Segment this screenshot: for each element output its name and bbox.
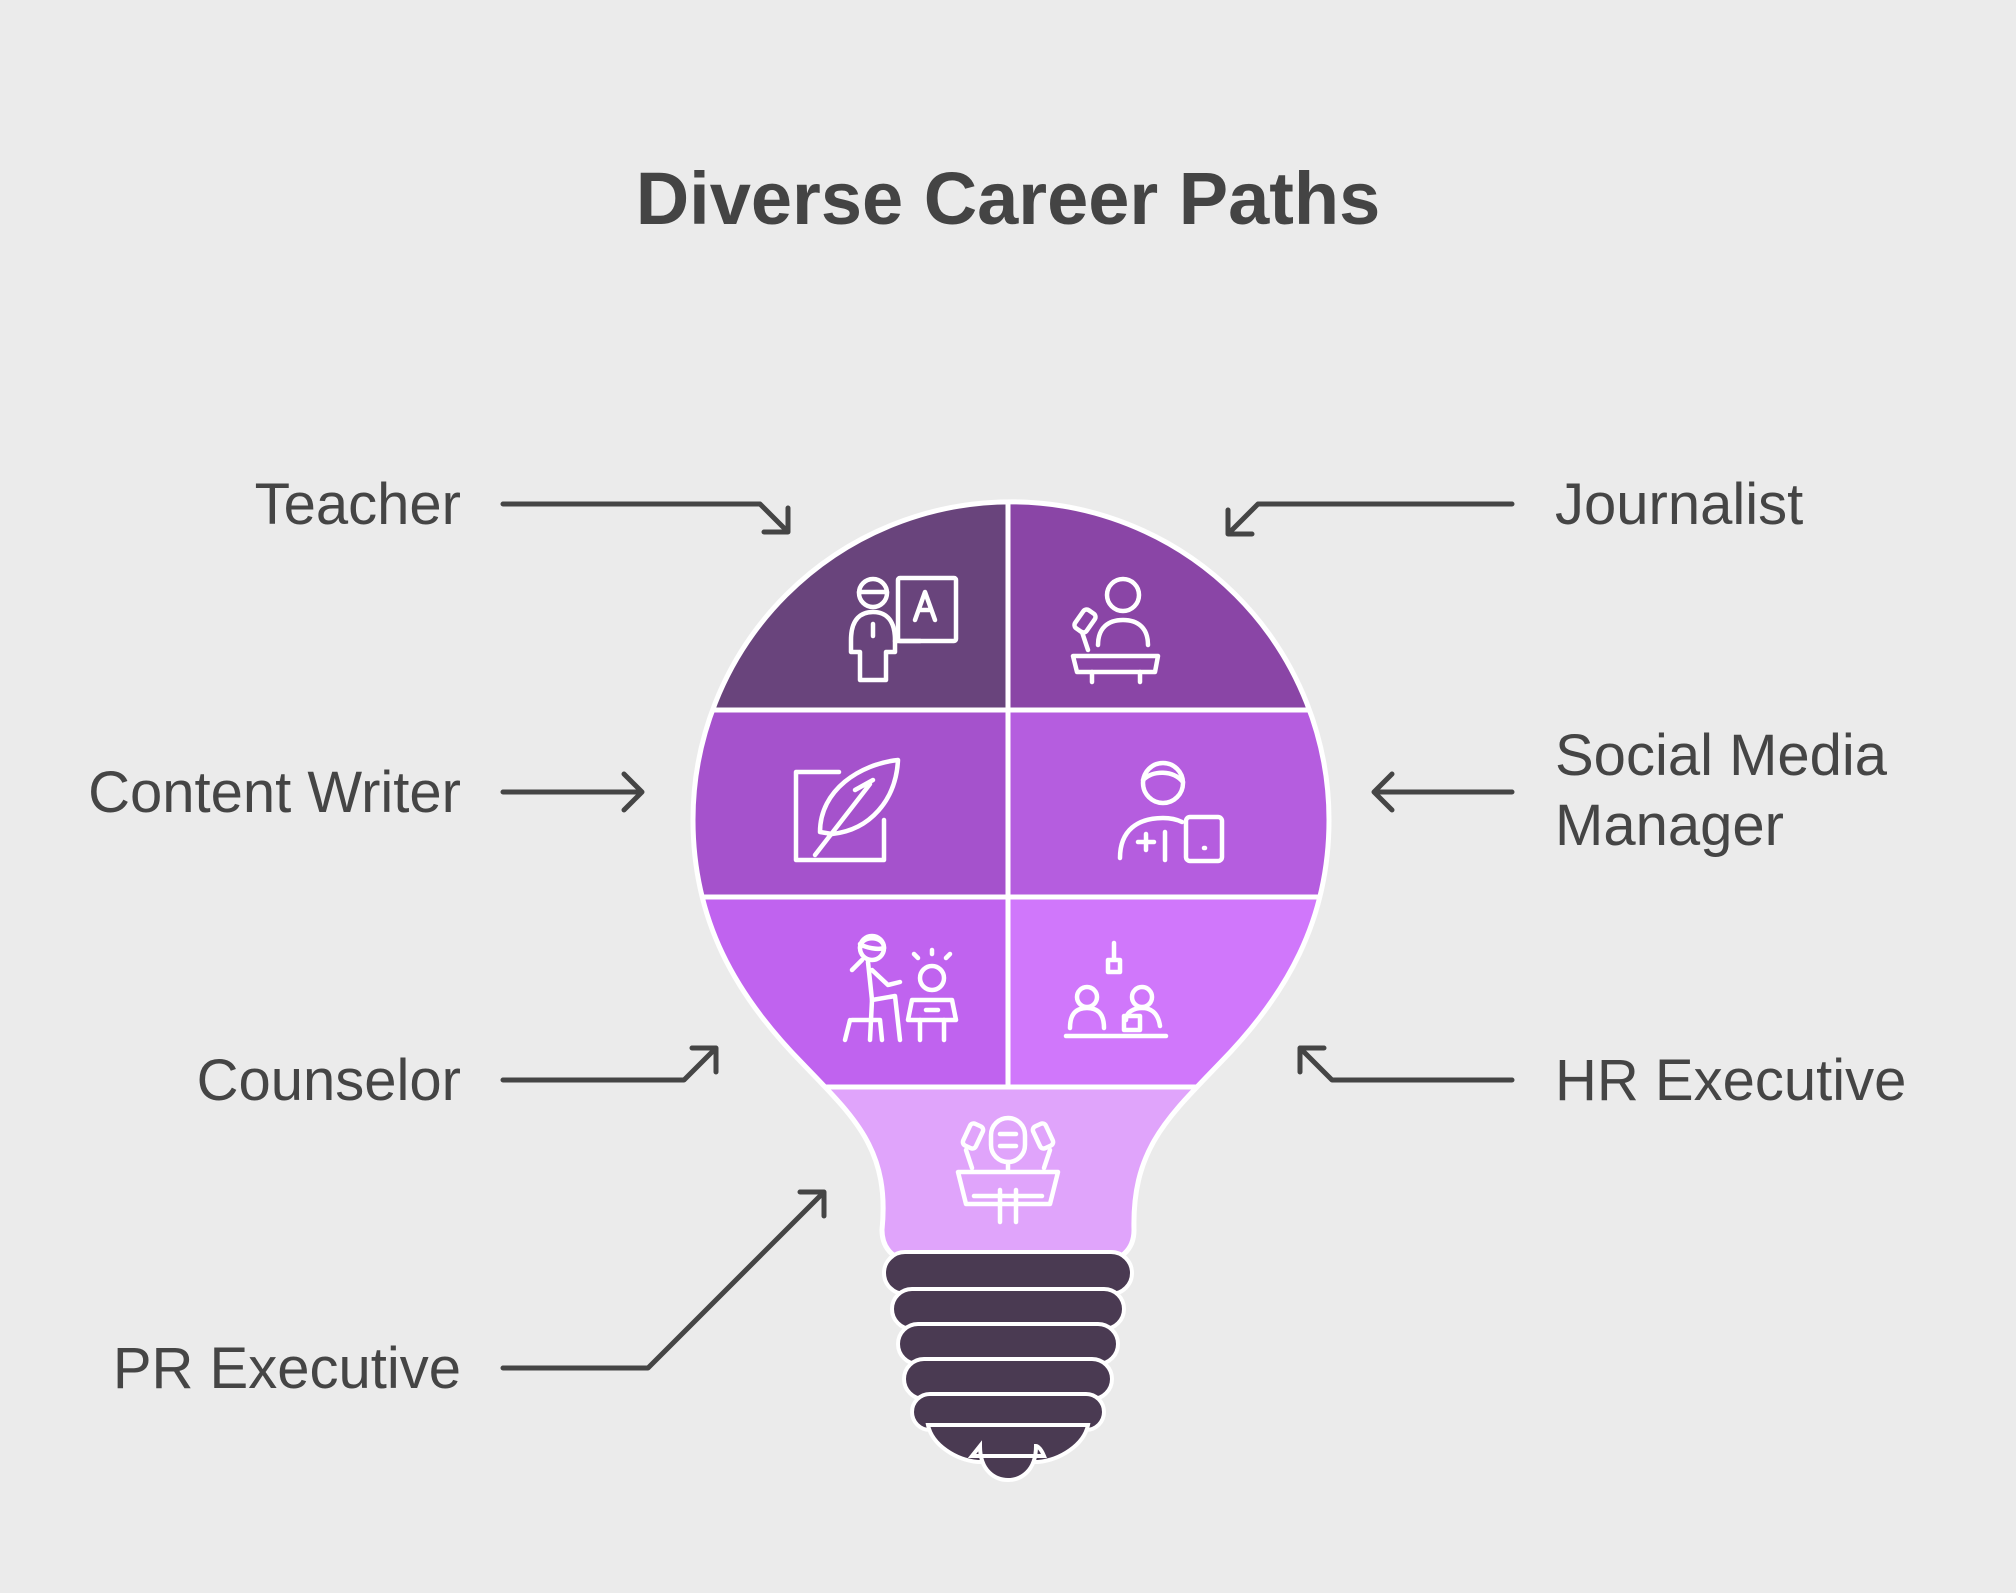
- label-social-media-manager: Social Media Manager: [1555, 723, 1903, 858]
- page-title: Diverse Career Paths: [636, 157, 1381, 240]
- career-labels: Teacher Journalist Content Writer Social…: [88, 472, 1906, 1401]
- bulb-base: [882, 1250, 1134, 1483]
- press-podium-icon: [955, 1115, 1061, 1225]
- counselor-icon: [842, 933, 959, 1043]
- label-content-writer: Content Writer: [88, 760, 461, 825]
- arrow-social-media-manager: [1371, 771, 1515, 813]
- teacher-icon: [848, 575, 959, 683]
- label-teacher: Teacher: [255, 472, 461, 537]
- segment-social-media-manager: [1005, 707, 1330, 900]
- label-social-media-manager-line2: Manager: [1555, 793, 1784, 858]
- label-hr-executive: HR Executive: [1555, 1048, 1906, 1113]
- arrow-teacher: [500, 501, 791, 535]
- quill-icon: [793, 757, 901, 863]
- bulb-outline: [690, 499, 1332, 1265]
- social-media-manager-icon: [1117, 760, 1225, 864]
- journalist-icon: [1070, 576, 1161, 685]
- connector-arrows: [500, 501, 1515, 1371]
- label-counselor: Counselor: [197, 1048, 461, 1113]
- arrow-hr-executive: [1297, 1045, 1515, 1083]
- label-pr-executive: PR Executive: [113, 1336, 461, 1401]
- arrow-content-writer: [500, 771, 645, 813]
- arrow-pr-executive: [500, 1189, 827, 1371]
- interview-icon: [1063, 940, 1169, 1039]
- label-journalist: Journalist: [1555, 472, 1803, 537]
- arrow-journalist: [1225, 501, 1515, 537]
- label-social-media-manager-line1: Social Media: [1555, 723, 1888, 788]
- arrow-counselor: [500, 1045, 719, 1083]
- segment-journalist: [1005, 501, 1330, 713]
